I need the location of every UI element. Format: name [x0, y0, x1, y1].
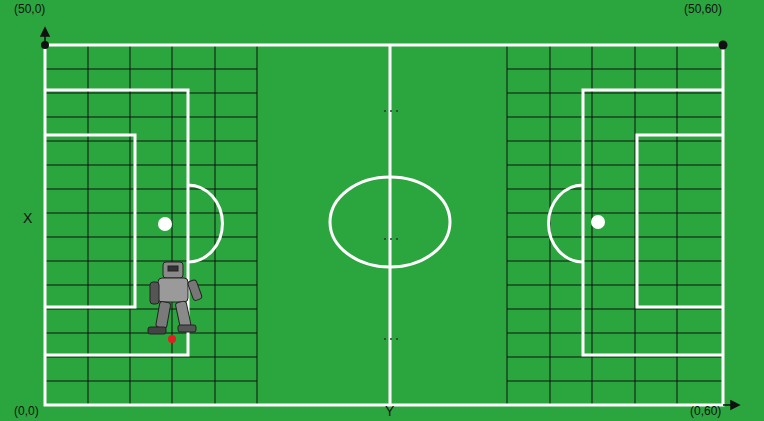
grid	[45, 45, 723, 405]
robot-position-dot	[168, 335, 176, 343]
penalty-spot	[158, 217, 172, 231]
corner-coordinate: (50,60)	[684, 3, 722, 16]
corner-coordinate: (50,0)	[14, 3, 45, 16]
axis-label: Y	[385, 404, 394, 419]
center-marks	[384, 111, 398, 339]
corner-dot	[719, 41, 728, 50]
field-lines	[45, 45, 723, 405]
axis-arrows	[41, 28, 739, 409]
corner-coordinate: (0,0)	[14, 405, 39, 418]
axis-label: X	[23, 211, 32, 226]
corner-coordinate: (0,60)	[690, 405, 721, 418]
robot	[148, 262, 203, 334]
penalty-spot	[591, 215, 605, 229]
